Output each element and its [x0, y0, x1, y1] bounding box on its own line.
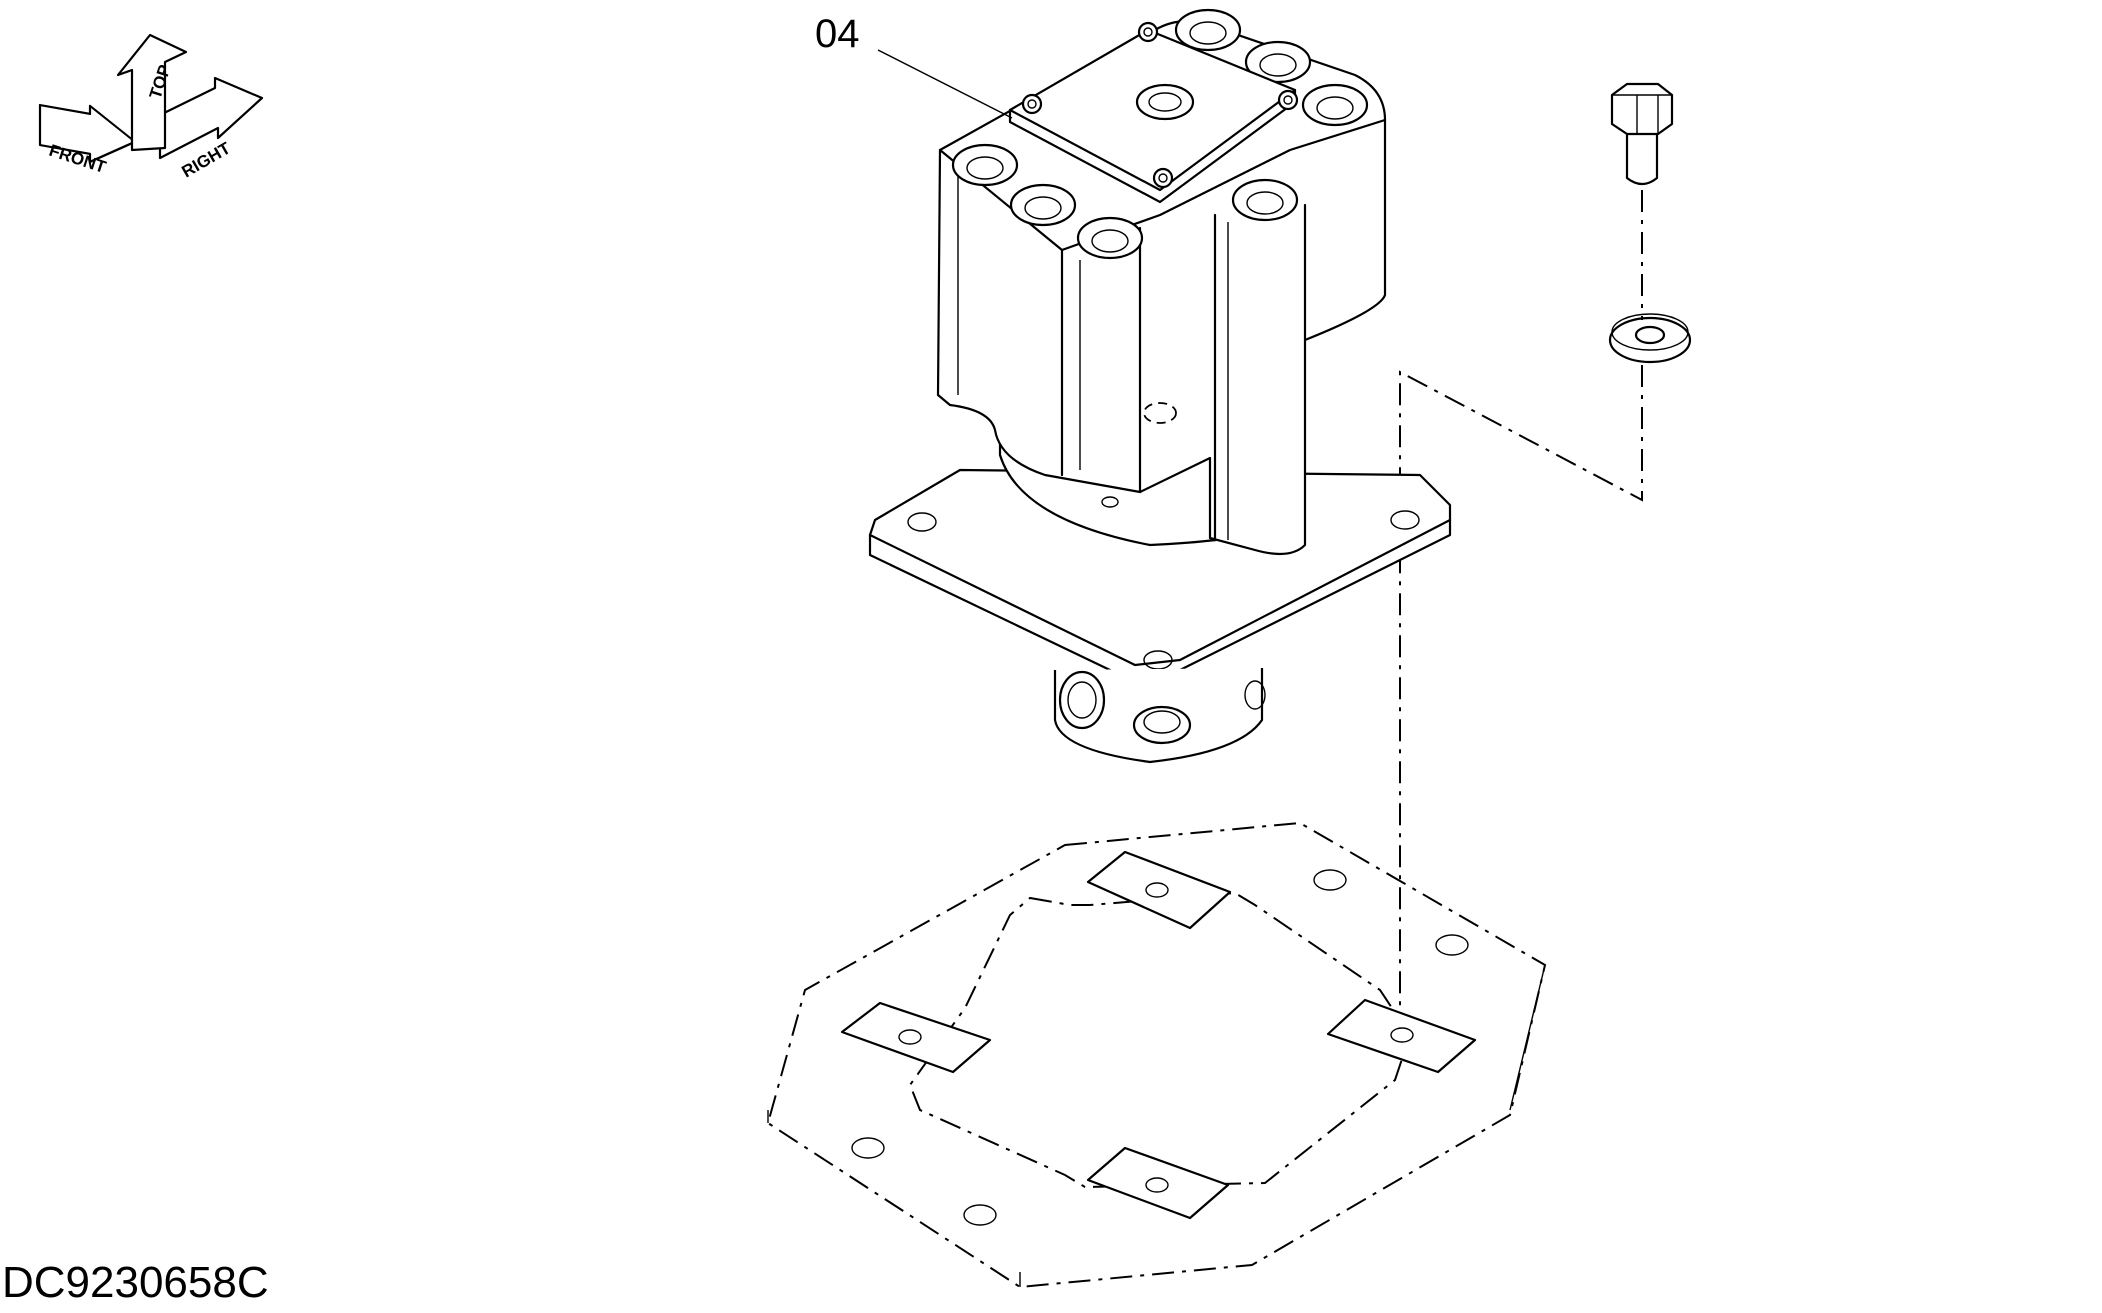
part-callout-04: 04	[815, 12, 860, 56]
drawing-code: DC9230658C	[2, 1258, 269, 1307]
callout-04-leader	[877, 49, 1013, 119]
valve-body	[936, 8, 1387, 556]
bolt	[1610, 82, 1674, 186]
plate-tab-left	[840, 1001, 992, 1074]
lower-housing	[1053, 668, 1266, 764]
body-bolt-holes	[951, 8, 1369, 260]
cover-plate	[1008, 21, 1299, 204]
bolt-centerline	[1399, 190, 1643, 1030]
mounting-plate	[766, 821, 1547, 1289]
washer	[1608, 313, 1692, 364]
plate-tab-right	[1326, 998, 1477, 1074]
plate-tab-bottom	[1086, 1146, 1230, 1220]
plate-tab-top	[1086, 850, 1232, 930]
orientation-key: FRONT TOP RIGHT	[38, 33, 264, 181]
